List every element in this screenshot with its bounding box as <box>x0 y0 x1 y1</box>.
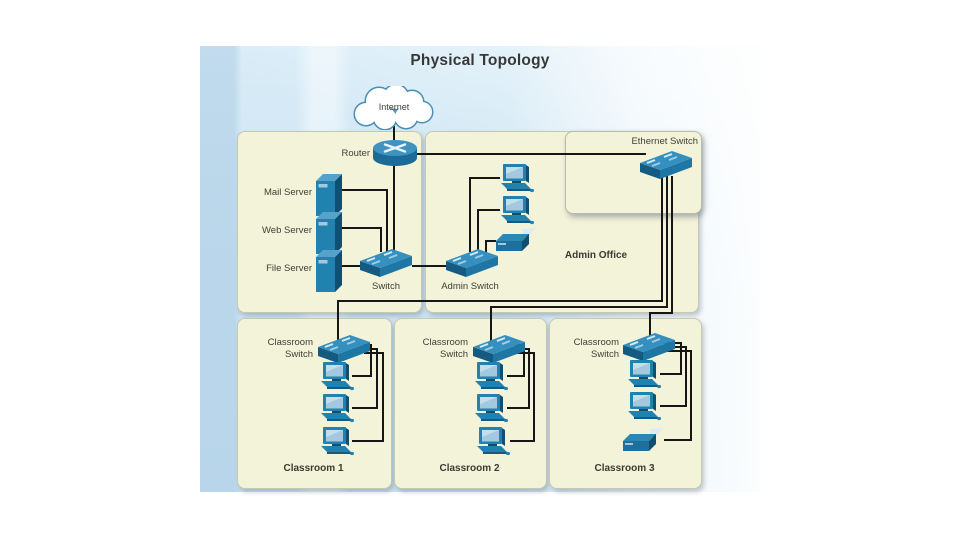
classroom1-switch-icon <box>316 332 372 366</box>
file-server-label: File Server <box>266 263 312 274</box>
ethernet-switch-label: Ethernet Switch <box>631 136 698 147</box>
classroom1-pc1-icon <box>320 362 354 392</box>
classroom2-switch-label-line1: Classroom <box>422 337 468 348</box>
classroom1-pc3-icon <box>320 427 354 457</box>
mail-server-label: Mail Server <box>263 187 312 198</box>
classroom3-label: Classroom 3 <box>594 463 655 474</box>
internet-label: Internet <box>378 102 410 112</box>
classroom3-switch-icon <box>621 330 677 364</box>
classroom3-switch-label-line1: Classroom <box>573 337 619 348</box>
admin-pc2-icon <box>500 196 534 226</box>
file-server-icon <box>316 250 342 292</box>
main-switch-label: Switch <box>372 281 400 292</box>
classroom2-pc1-icon <box>474 362 508 392</box>
router-label: Router <box>341 148 370 159</box>
mail-server-icon <box>316 174 342 216</box>
classroom2-pc2-icon <box>474 394 508 424</box>
web-server-label: Web Server <box>262 225 312 236</box>
classroom1-switch-label-line2: Switch <box>285 349 313 360</box>
classroom2-switch-label-line2: Switch <box>440 349 468 360</box>
classroom1-switch-label-line1: Classroom <box>267 337 313 348</box>
admin-switch-icon <box>444 246 500 280</box>
classroom3-printer-icon <box>622 428 664 454</box>
classroom1-label: Classroom 1 <box>283 463 344 474</box>
page-title: Physical Topology <box>410 52 550 69</box>
web-server-icon <box>316 212 342 254</box>
admin-printer-icon <box>495 228 537 254</box>
classroom2-label: Classroom 2 <box>439 463 500 474</box>
classroom3-pc1-icon <box>627 360 661 390</box>
classroom1-pc2-icon <box>320 394 354 424</box>
admin-pc1-icon <box>500 164 534 194</box>
classroom3-pc2-icon <box>627 392 661 422</box>
main-switch-icon <box>358 246 414 280</box>
classroom2-switch-icon <box>471 332 527 366</box>
classroom2-pc3-icon <box>476 427 510 457</box>
admin-office-label: Admin Office <box>564 250 628 261</box>
router-icon <box>372 139 418 169</box>
ethernet-switch-icon <box>638 148 694 182</box>
classroom3-switch-label-line2: Switch <box>591 349 619 360</box>
admin-switch-label: Admin Switch <box>441 281 499 292</box>
